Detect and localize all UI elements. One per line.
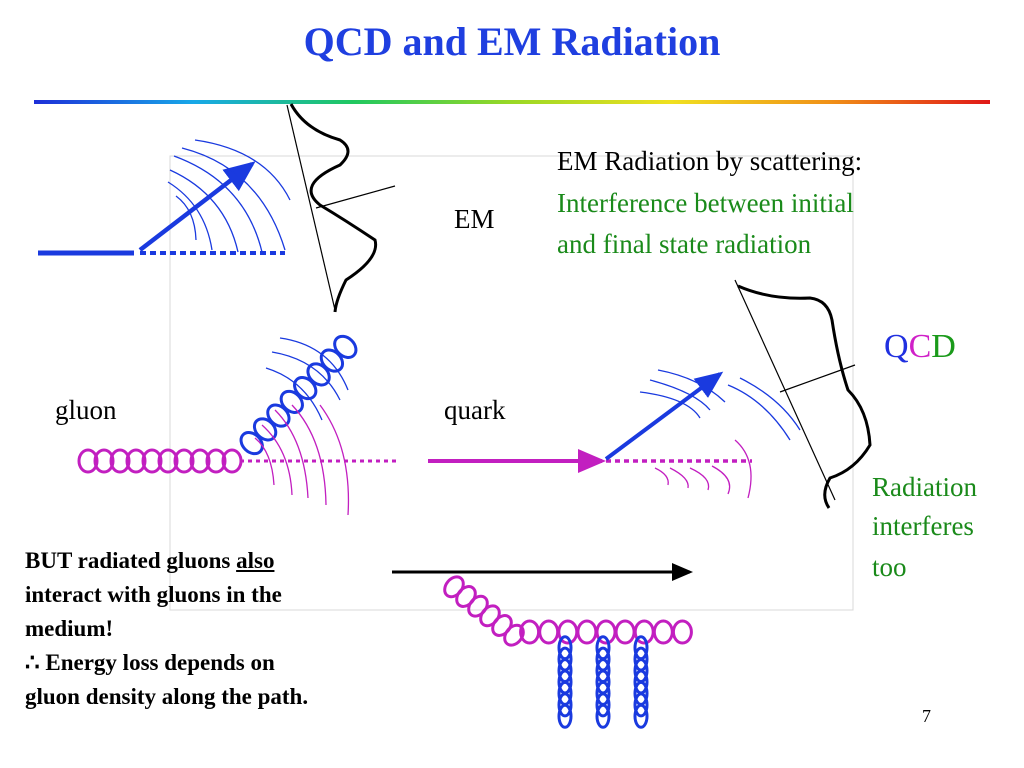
but-line2: interact with gluons in the bbox=[25, 582, 282, 607]
but-line3: medium! bbox=[25, 616, 114, 641]
medium-interaction-diagram bbox=[392, 563, 693, 729]
gluon-loop bbox=[77, 448, 99, 474]
gluon-loop bbox=[157, 448, 179, 474]
gluon-label: gluon bbox=[55, 395, 117, 425]
em-scattering-diagram bbox=[38, 103, 396, 313]
gluon-loop bbox=[671, 619, 693, 645]
gluon-loop bbox=[205, 448, 227, 474]
gluon-loop bbox=[189, 448, 211, 474]
gluon-radiation-wavefronts-blue bbox=[265, 337, 349, 421]
energy-loss-note: BUT radiated gluons also interact with g… bbox=[25, 544, 308, 714]
gluon-loop bbox=[633, 703, 649, 729]
gluon-loop bbox=[333, 334, 358, 359]
gluon-loop bbox=[125, 448, 147, 474]
gluon-loop bbox=[595, 692, 611, 718]
gluon-coil-outgoing bbox=[519, 619, 693, 645]
quark-radiation-wavefronts-blue bbox=[639, 369, 801, 441]
quark-label: quark bbox=[444, 395, 506, 425]
em-label: EM bbox=[454, 204, 495, 234]
but-line5: gluon density along the path. bbox=[25, 684, 309, 709]
qcd-letter-q: Q bbox=[884, 328, 909, 365]
medium-gluon-coils-vertical bbox=[557, 635, 649, 729]
gluon-loop bbox=[141, 448, 163, 474]
em-radiation-wavefronts bbox=[167, 139, 291, 253]
em-description-line3: and final state radiation bbox=[557, 229, 812, 259]
gluon-loop bbox=[93, 448, 115, 474]
gluon-loop bbox=[652, 619, 674, 645]
gluon-loop bbox=[576, 619, 598, 645]
title-rainbow-divider bbox=[34, 100, 990, 104]
gluon-loop bbox=[266, 403, 291, 428]
but-line1a: BUT radiated gluons bbox=[25, 548, 237, 573]
gluon-loop bbox=[109, 448, 131, 474]
qcd-letter-d: D bbox=[931, 328, 956, 365]
gluon-loop bbox=[239, 431, 264, 456]
radiation-note-line3: too bbox=[872, 552, 907, 582]
gluon-coil-incoming bbox=[443, 575, 525, 647]
gluon-emission-diagram bbox=[77, 334, 398, 516]
qcd-label: QCD bbox=[884, 328, 956, 366]
gluon-loop bbox=[293, 376, 318, 401]
gluon-loop bbox=[633, 692, 649, 718]
but-line1-also: also bbox=[236, 548, 275, 573]
em-description-line1: EM Radiation by scattering: bbox=[557, 146, 863, 176]
radiation-note-line2: interferes bbox=[872, 511, 974, 541]
qcd-letter-c: C bbox=[908, 328, 932, 365]
gluon-loop bbox=[614, 619, 636, 645]
em-description-line2: Interference between initial bbox=[557, 188, 854, 218]
quark-emission-diagram bbox=[428, 279, 872, 509]
page-number: 7 bbox=[922, 706, 931, 726]
gluon-loop bbox=[173, 448, 195, 474]
gluon-loop bbox=[306, 362, 331, 387]
slide-title: QCD and EM Radiation bbox=[303, 19, 721, 64]
radiation-note-line1: Radiation bbox=[872, 472, 977, 502]
gluon-loop bbox=[557, 692, 573, 718]
gluon-loop bbox=[538, 619, 560, 645]
gluon-loop bbox=[279, 389, 304, 414]
gluon-loop bbox=[557, 703, 573, 729]
but-line4: ∴ Energy loss depends on bbox=[25, 650, 275, 675]
gluon-coil-horizontal bbox=[77, 448, 243, 474]
gluon-loop bbox=[595, 703, 611, 729]
quark-radiation-wavefronts-magenta bbox=[654, 439, 752, 499]
diagram-frame bbox=[169, 155, 854, 611]
gluon-radiation-wavefronts-magenta bbox=[254, 404, 350, 516]
gluon-loop bbox=[319, 348, 345, 373]
